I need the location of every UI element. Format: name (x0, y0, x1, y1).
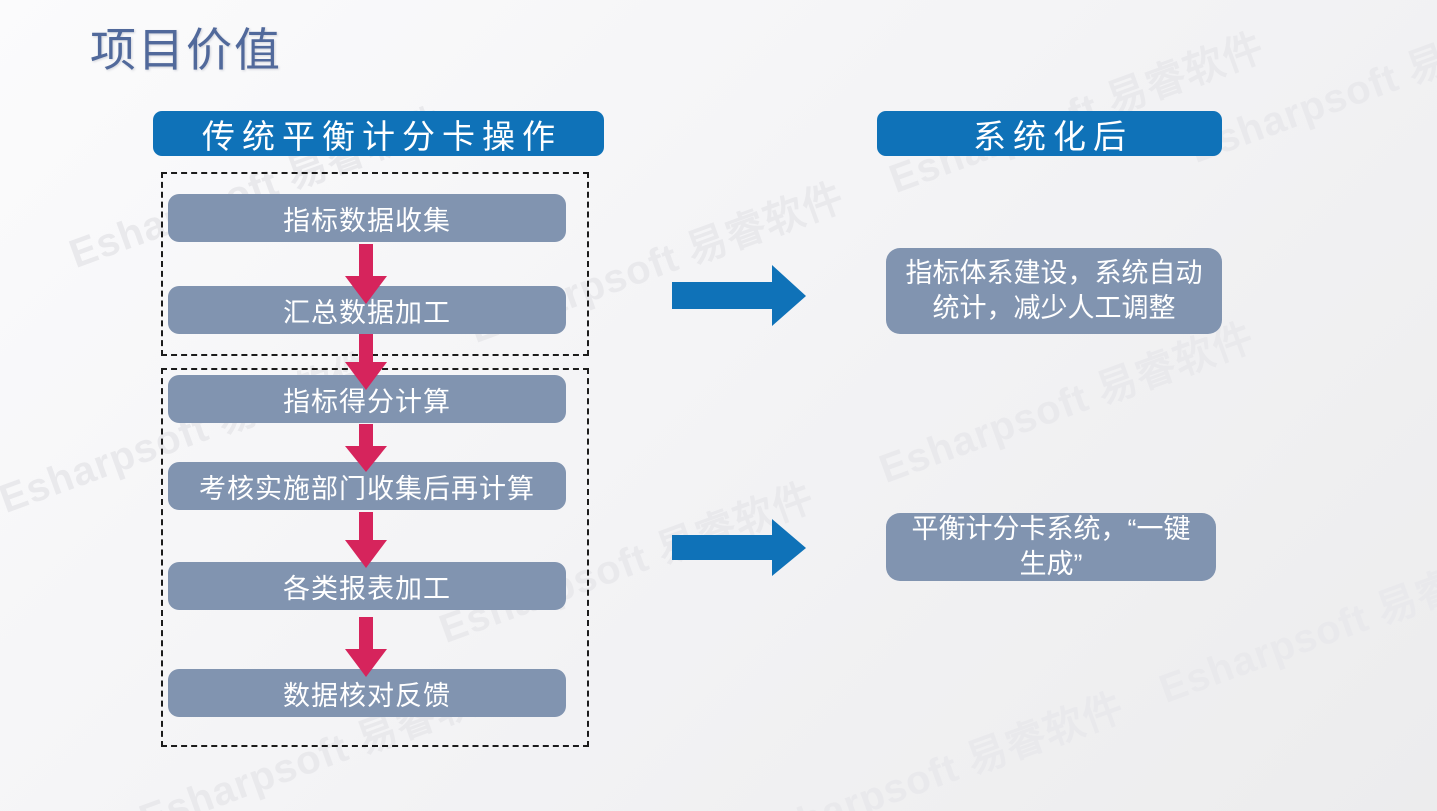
process-box[interactable]: 指标数据收集 (168, 194, 566, 242)
right-arrow-icon (672, 519, 806, 576)
dashed-group-collect (161, 172, 589, 356)
page-title: 项目价值 (90, 24, 282, 76)
outcome-box[interactable]: 平衡计分卡系统，“一键生成” (886, 513, 1216, 581)
outcome-box[interactable]: 指标体系建设，系统自动统计，减少人工调整 (886, 248, 1222, 334)
banner-systemized: 系统化后 (877, 111, 1222, 156)
down-arrow-icon (345, 424, 387, 472)
right-arrow-icon (672, 265, 806, 326)
process-box[interactable]: 考核实施部门收集后再计算 (168, 462, 566, 510)
process-box[interactable]: 数据核对反馈 (168, 669, 566, 717)
banner-traditional: 传统平衡计分卡操作 (153, 111, 604, 156)
down-arrow-icon (345, 617, 387, 677)
down-arrow-icon (345, 512, 387, 568)
down-arrow-icon (345, 334, 387, 390)
watermark-text: Esharpsoft 易睿软件 (743, 685, 1131, 811)
process-box[interactable]: 各类报表加工 (168, 562, 566, 610)
down-arrow-icon (345, 244, 387, 304)
